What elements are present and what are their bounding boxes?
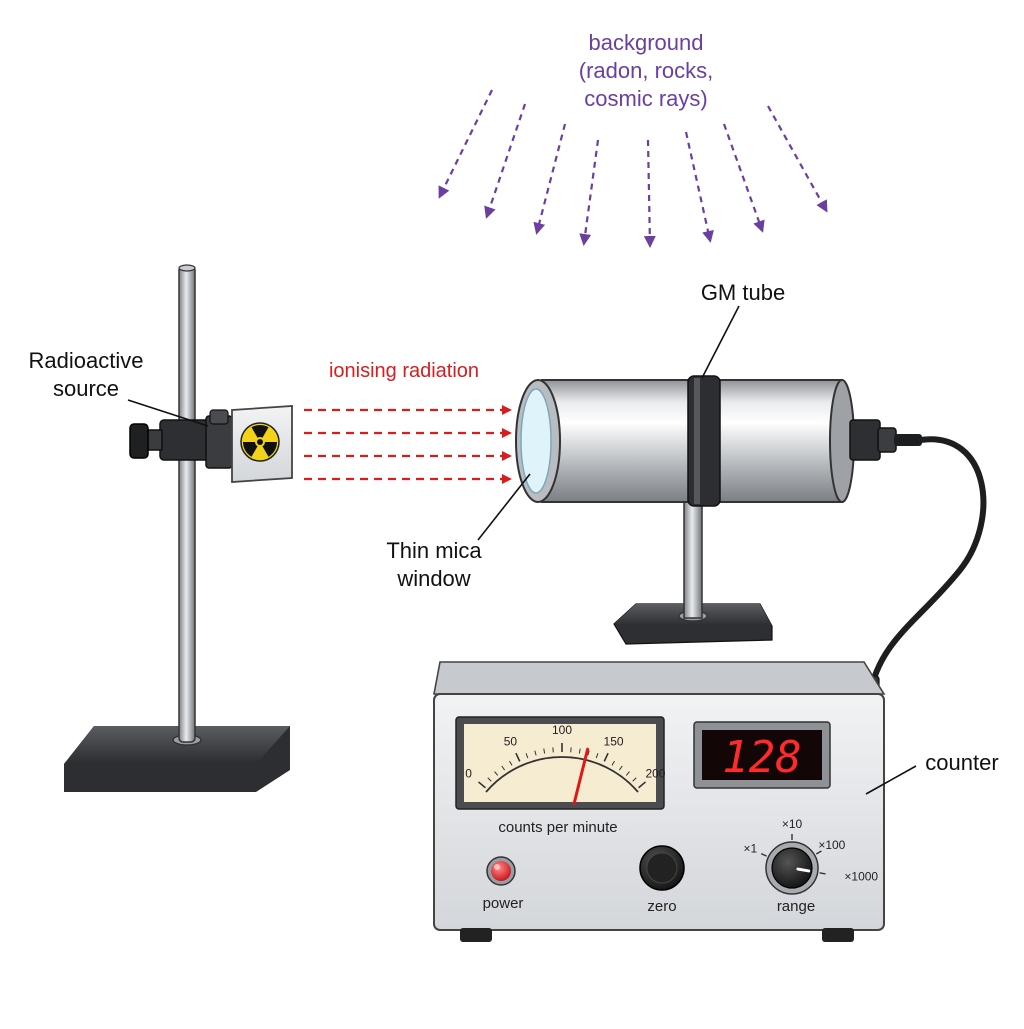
counter-unit: 0 50 100 150 200 counts per minute 128 power…: [434, 662, 884, 942]
source-label-line-1: Radioactive: [29, 348, 144, 373]
tube-mounting-band: [688, 376, 720, 506]
range-option-label: ×100: [818, 838, 845, 852]
stand-base-top: [64, 726, 290, 764]
window-label-line-2: window: [396, 566, 470, 591]
background-arrow: [487, 104, 525, 216]
retort-stand: [64, 265, 290, 792]
gm-tube-label: GM tube: [701, 280, 785, 305]
clamp-jaw-screw: [210, 410, 228, 424]
count-display: 128: [722, 732, 801, 783]
stand-rod-top: [179, 265, 195, 271]
counter-foot: [460, 928, 492, 942]
background-arrow: [686, 132, 710, 240]
power-label: power: [483, 895, 524, 912]
gm-tube-leader: [702, 306, 739, 378]
meter-caption: counts per minute: [498, 819, 617, 836]
background-label-line-3: cosmic rays): [584, 86, 707, 111]
background-label-line-2: (radon, rocks,: [579, 58, 714, 83]
background-arrow: [440, 90, 492, 196]
background-arrow: [584, 140, 598, 243]
stand-rod: [179, 266, 195, 742]
source-label-line-2: source: [53, 376, 119, 401]
zero-knob[interactable]: [640, 846, 684, 890]
range-option-label: ×1: [743, 842, 757, 856]
range-label: range: [777, 898, 815, 915]
radiation-trefoil-icon: [241, 423, 279, 461]
range-option-label: ×10: [782, 817, 803, 831]
tube-band-highlight: [694, 378, 700, 504]
gm-tube: [516, 376, 922, 644]
meter-tick-label: 100: [552, 723, 572, 737]
ionising-radiation-arrows: [304, 410, 510, 479]
background-arrow: [537, 124, 565, 232]
meter-tick-label: 50: [504, 734, 518, 748]
range-pointer: [798, 869, 809, 871]
background-label-line-1: background: [589, 30, 704, 55]
background-arrow: [768, 106, 826, 210]
clamp-thumb-knob: [130, 424, 148, 458]
connecting-cable: [870, 439, 983, 694]
radioactive-source: [232, 406, 292, 482]
background-radiation-arrows: [440, 90, 826, 245]
window-label-leader: [478, 474, 530, 540]
counter-foot: [822, 928, 854, 942]
meter-tick-label: 150: [604, 734, 624, 748]
counter-label: counter: [925, 750, 998, 775]
meter-tick-label: 0: [465, 767, 472, 781]
power-light-icon[interactable]: [487, 857, 515, 885]
mica-window: [521, 389, 551, 493]
background-arrow: [724, 124, 762, 230]
tube-connector-nut: [878, 428, 896, 452]
counter-top: [434, 662, 884, 694]
tube-stand-rod: [684, 500, 702, 618]
window-label-line-1: Thin mica: [386, 538, 482, 563]
zero-label: zero: [647, 898, 676, 915]
background-arrow: [648, 140, 650, 245]
range-option-label: ×1000: [844, 869, 878, 883]
meter-tick-label: 200: [645, 767, 665, 781]
tube-connector: [850, 420, 880, 460]
range-knob[interactable]: [766, 842, 818, 894]
radiation-label: ionising radiation: [329, 360, 479, 382]
